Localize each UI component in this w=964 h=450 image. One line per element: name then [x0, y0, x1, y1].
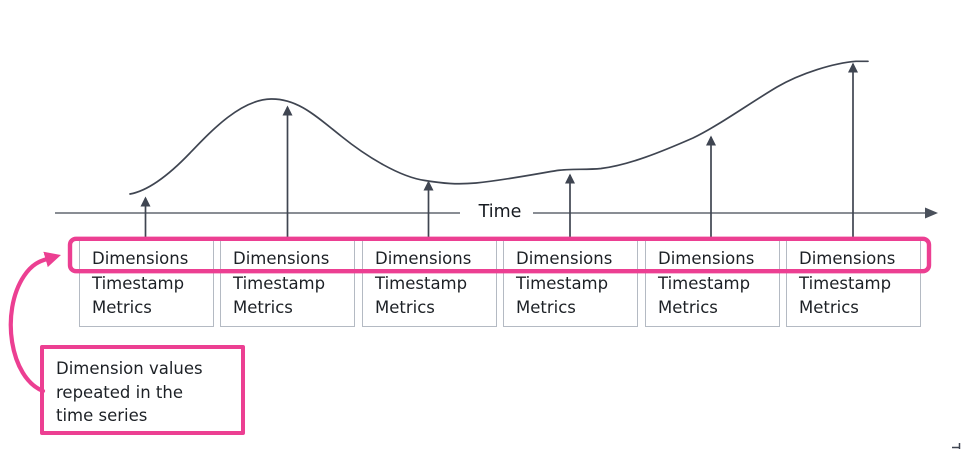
dimensions-label: Dimensions — [799, 249, 896, 268]
metrics-label: Metrics — [516, 298, 576, 318]
timestamp-label: Timestamp — [516, 273, 609, 293]
metrics-label: Metrics — [92, 298, 152, 318]
dimensions-label: Dimensions — [233, 249, 330, 268]
annotation-callout: Dimension values repeated in the time se… — [40, 345, 245, 435]
record-box-4: Dimensions Timestamp Metrics — [503, 240, 638, 327]
timestamp-label: Timestamp — [375, 273, 468, 293]
timestamp-label: Timestamp — [233, 273, 326, 293]
annotation-line-3: time series — [56, 406, 148, 426]
record-box-5: Dimensions Timestamp Metrics — [645, 240, 780, 327]
time-series-curve — [129, 60, 869, 195]
record-box-6: Dimensions Timestamp Metrics — [786, 240, 921, 327]
dimensions-label: Dimensions — [516, 249, 613, 268]
record-box-2: Dimensions Timestamp Metrics — [220, 240, 355, 327]
annotation-line-2: repeated in the — [56, 382, 184, 402]
metrics-label: Metrics — [799, 298, 859, 318]
dimensions-label: Dimensions — [658, 249, 755, 268]
dimensions-label: Dimensions — [92, 249, 189, 268]
timestamp-label: Timestamp — [658, 273, 751, 293]
annotation-line-1: Dimension values — [56, 359, 203, 378]
dimensions-label: Dimensions — [375, 249, 472, 268]
time-axis-label: Time — [478, 202, 522, 222]
cropped-edge-artifact — [952, 443, 961, 449]
metrics-label: Metrics — [658, 298, 718, 318]
timestamp-label: Timestamp — [92, 273, 185, 293]
metrics-label: Metrics — [233, 298, 293, 318]
timestamp-label: Timestamp — [799, 273, 892, 293]
record-box-1: Dimensions Timestamp Metrics — [79, 240, 214, 327]
metrics-label: Metrics — [375, 298, 435, 318]
record-box-3: Dimensions Timestamp Metrics — [362, 240, 497, 327]
